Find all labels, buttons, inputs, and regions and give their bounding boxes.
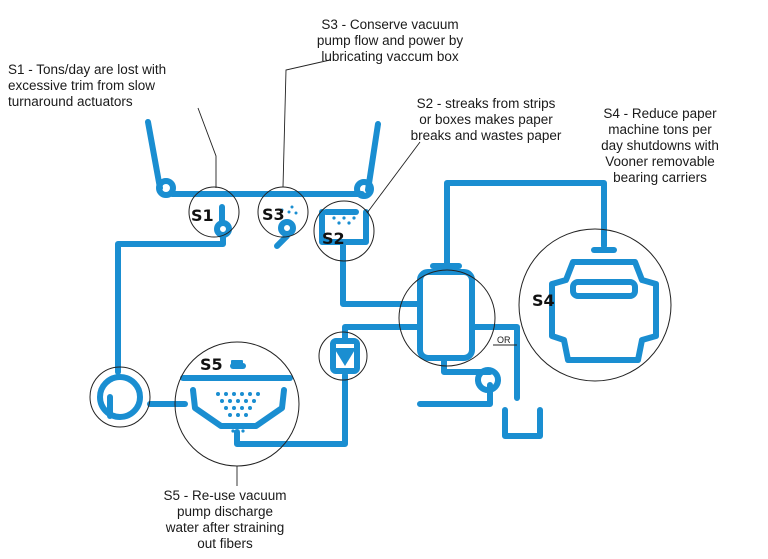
leader-s1: [197, 107, 217, 188]
strainer-drops-s5: [216, 392, 260, 433]
leader-s3: [282, 59, 331, 188]
spray-dots-s2: [332, 216, 356, 225]
fiber-strainer-icon: [180, 363, 293, 429]
badge-s4: S4: [532, 291, 555, 310]
or-label: OR: [497, 335, 511, 345]
recycle-line: [234, 324, 493, 447]
badge-s2: S2: [322, 229, 345, 248]
zone-circle-s4: [518, 228, 672, 382]
zone-circle-s2: [313, 200, 375, 262]
sump-tank-icon: [502, 407, 543, 439]
strainer-cap: [231, 360, 243, 368]
badge-s1: S1: [191, 206, 214, 225]
check-valve-arrow: [334, 348, 356, 366]
small-pump-icon: [475, 367, 501, 393]
shower-spray-icon: [319, 209, 369, 245]
separator-tank-icon: [417, 263, 475, 361]
lubrication-drops-s3: [280, 205, 298, 215]
zone-circle-s1: [188, 186, 240, 238]
leader-s2: [366, 141, 421, 214]
note-s5: S5 - Re-use vacuum pump discharge water …: [163, 488, 287, 551]
note-s3: S3 - Conserve vacuum pump flow and power…: [316, 17, 464, 64]
liquid-ring-vacuum-pump-icon: [549, 247, 659, 363]
vacuum-lines-right: [340, 180, 607, 401]
forming-fabric: [145, 119, 381, 199]
centrifugal-pump-icon: [97, 374, 143, 420]
zone-circle-pump: [89, 366, 151, 428]
zone-circle-separator: [398, 269, 496, 367]
vacuum-header-left: [115, 233, 290, 407]
note-s2: S2 - streaks from strips or boxes makes …: [410, 96, 562, 143]
zone-circle-check-valve: [318, 331, 368, 381]
note-s4: S4 - Reduce paper machine tons per day s…: [601, 106, 719, 185]
lubricated-vacuum-box-icon: [278, 219, 296, 237]
check-valve-icon: [330, 338, 360, 374]
note-s1: S1 - Tons/day are lost with excessive tr…: [8, 62, 167, 109]
badge-s5: S5: [200, 355, 223, 374]
badge-s3: S3: [262, 205, 285, 224]
vacuum-box-icon: [214, 204, 232, 238]
